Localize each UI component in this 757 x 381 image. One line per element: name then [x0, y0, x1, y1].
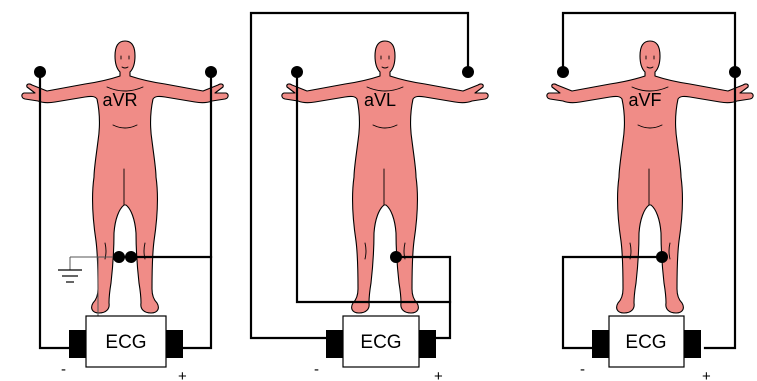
electrode-right-leg-avr	[113, 251, 125, 263]
wire-negative-avr	[38, 70, 80, 350]
electrode-right-arm-avr	[34, 66, 46, 78]
electrode-left-arm-avr	[205, 66, 217, 78]
minus-sign-avr: -	[61, 361, 66, 378]
wire-negative-avf	[561, 255, 664, 350]
plus-sign-avl: +	[434, 368, 443, 381]
panel-avf: aVF ECG - +	[546, 11, 754, 381]
ecg-box-avf	[608, 315, 685, 368]
ecg-label-avf: ECG	[625, 332, 666, 353]
plus-sign-avf: +	[702, 368, 711, 381]
ecg-label-avr: ECG	[105, 332, 146, 353]
terminal-negative-avr	[69, 330, 86, 358]
lead-label-avl: aVL	[364, 90, 396, 110]
human-figure-avr	[21, 40, 229, 314]
ecg-box-avl	[342, 315, 420, 368]
wire-positive-avf	[703, 70, 737, 350]
wire-arms-avf	[561, 11, 737, 74]
electrode-left-leg-avf	[656, 251, 668, 263]
minus-sign-avl: -	[314, 361, 319, 378]
wire-negative-avl	[249, 11, 470, 340]
lead-label-avf: aVF	[628, 90, 661, 110]
electrode-left-arm-avf	[729, 66, 741, 78]
panel-avr: aVR ECG - +	[21, 40, 229, 381]
ground-wire-avr	[69, 256, 119, 316]
electrode-left-leg-avr	[125, 251, 137, 263]
minus-sign-avf: -	[580, 361, 585, 378]
terminal-positive-avl	[419, 330, 436, 358]
terminal-negative-avf	[592, 330, 609, 358]
terminal-negative-avl	[326, 330, 343, 358]
terminal-positive-avf	[684, 330, 701, 358]
wire-positive-avr	[173, 70, 213, 350]
electrode-left-leg-avl	[390, 251, 402, 263]
electrode-left-arm-avl	[462, 66, 474, 78]
lead-label-avr: aVR	[102, 90, 137, 110]
wire-arm-avl	[295, 70, 452, 304]
plus-sign-avr: +	[178, 368, 187, 381]
human-figure-avf	[546, 40, 754, 314]
wire-positive-avl	[394, 255, 452, 340]
ecg-box-avr	[85, 315, 167, 368]
electrode-right-arm-avl	[291, 66, 303, 78]
human-figure-avl	[281, 40, 489, 314]
ground-symbol-avr	[58, 269, 82, 283]
electrode-right-arm-avf	[557, 66, 569, 78]
ecg-label-avl: ECG	[360, 332, 401, 353]
terminal-positive-avr	[166, 330, 183, 358]
panel-avl: aVL ECG - +	[249, 11, 489, 381]
